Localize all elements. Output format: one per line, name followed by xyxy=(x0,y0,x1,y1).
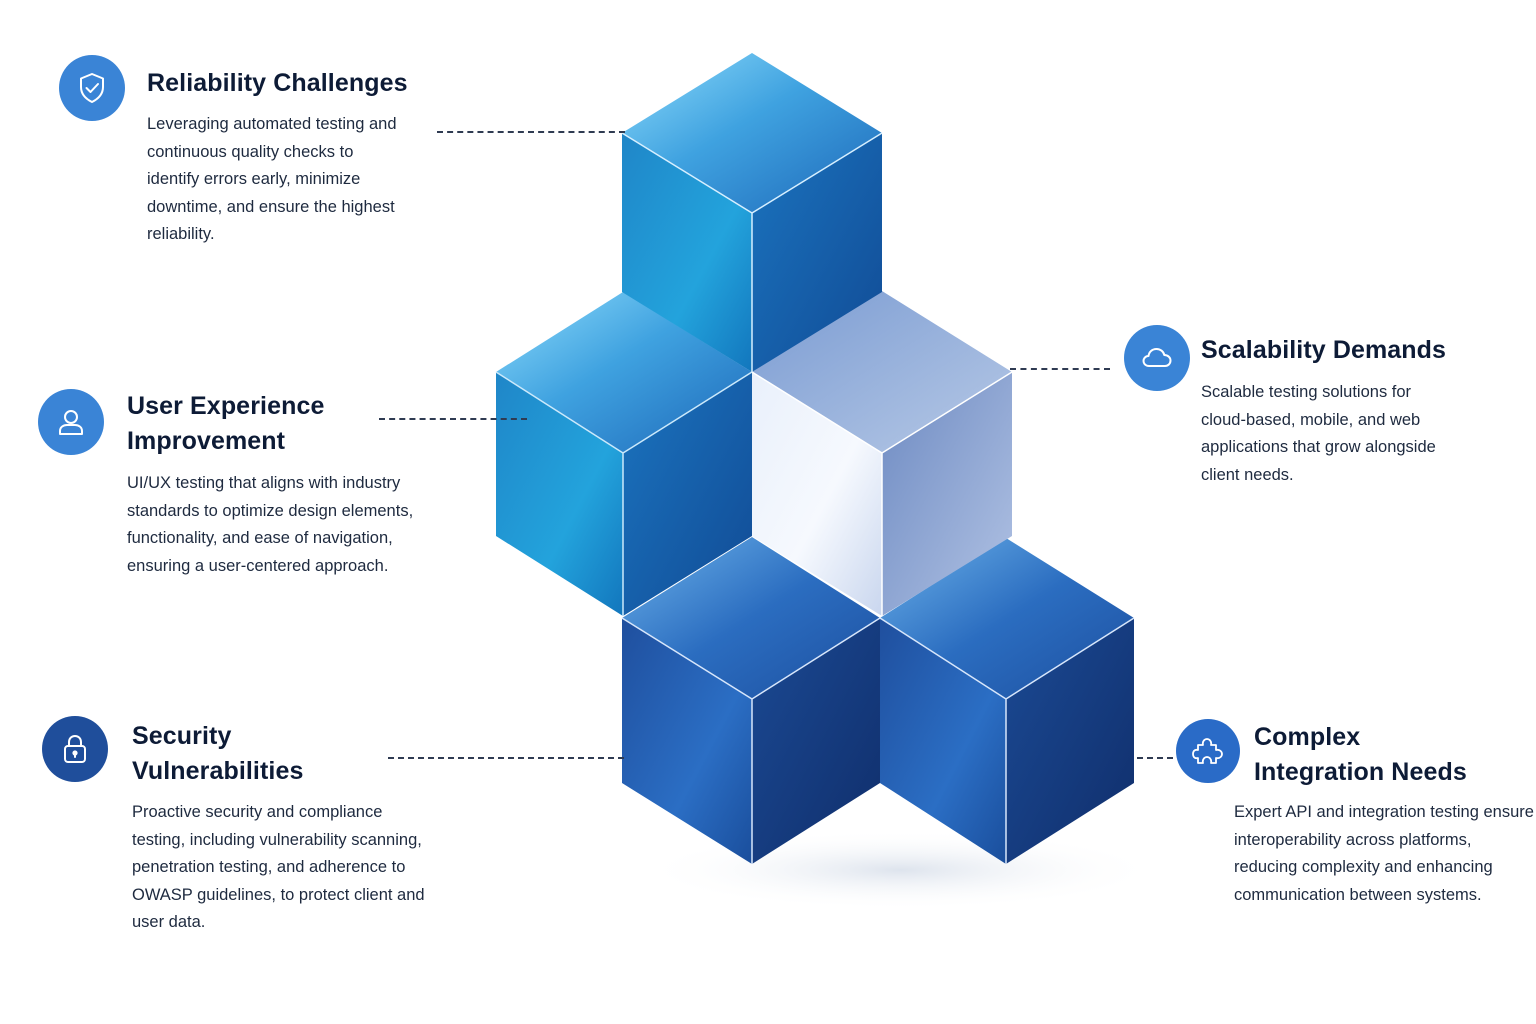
cube-top xyxy=(621,53,883,372)
security-description: Proactive security and compliance testin… xyxy=(132,803,425,932)
connector-scalability xyxy=(1010,368,1110,370)
cloud-icon xyxy=(1124,325,1190,391)
user-icon xyxy=(38,389,104,455)
cube-bottom-right xyxy=(879,538,1135,864)
cube-middle-left xyxy=(495,292,753,616)
reliability-title: Reliability Challenges xyxy=(147,69,408,97)
reliability-description: Leveraging automated testing and continu… xyxy=(147,115,397,244)
connector-integration xyxy=(1137,757,1173,759)
connector-reliability xyxy=(437,131,625,133)
user-experience-description: UI/UX testing that aligns with industry … xyxy=(127,474,414,575)
user-experience-title: User Experience Improvement xyxy=(127,392,325,455)
integration-description: Expert API and integration testing ensur… xyxy=(1234,803,1534,904)
connector-user-experience xyxy=(379,418,527,420)
shield-check-icon xyxy=(59,55,125,121)
puzzle-icon xyxy=(1176,719,1240,783)
integration-title: Complex Integration Needs xyxy=(1254,723,1467,786)
scalability-title: Scalability Demands xyxy=(1201,336,1447,364)
security-title: Security Vulnerabilities xyxy=(132,722,304,785)
cube-bottom-left xyxy=(621,537,881,864)
lock-icon xyxy=(42,716,108,782)
scalability-description: Scalable testing solutions for cloud-bas… xyxy=(1201,383,1436,484)
connector-security xyxy=(388,757,624,759)
